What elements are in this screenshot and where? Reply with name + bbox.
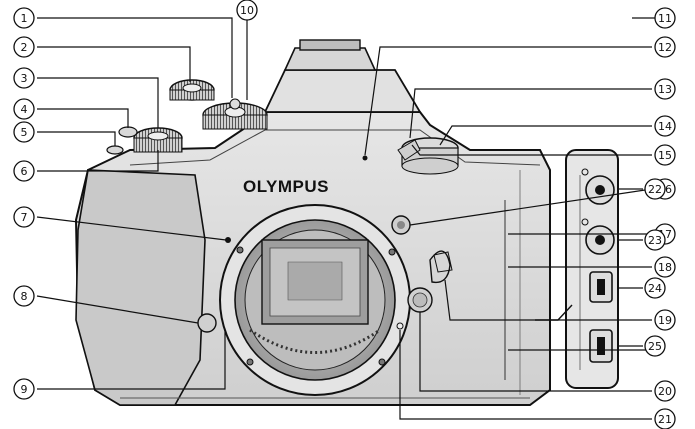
callout-number: 2: [21, 41, 28, 54]
callout-number: 23: [648, 234, 662, 247]
headphone-symbol-icon: [581, 218, 589, 226]
callout-number: 25: [648, 340, 662, 353]
callout-9: 9: [13, 378, 35, 400]
callout-number: 22: [648, 183, 662, 196]
callout-7: 7: [13, 206, 35, 228]
callout-number: 18: [658, 261, 672, 274]
callout-number: 21: [658, 413, 672, 426]
callout-23: 23: [644, 229, 666, 251]
callout-15: 15: [654, 144, 676, 166]
callout-number: 10: [240, 4, 254, 17]
top-controls: [106, 79, 459, 175]
callout-number: 6: [21, 165, 28, 178]
viewfinder-hump: [263, 39, 422, 113]
callout-number: 3: [21, 72, 28, 85]
callout-5: 5: [13, 121, 35, 143]
callout-number: 12: [658, 41, 672, 54]
callout-20: 20: [654, 380, 676, 402]
lever: [397, 139, 421, 161]
callout-21: 21: [654, 408, 676, 429]
callout-2: 2: [13, 36, 35, 58]
lens-mount: [219, 204, 411, 396]
callout-18: 18: [654, 256, 676, 278]
brand-label: OLYMPUS: [243, 177, 329, 196]
callout-8: 8: [13, 285, 35, 307]
callout-10: 10: [236, 0, 258, 21]
hot-shoe: [299, 39, 361, 51]
callout-22: 22: [644, 178, 666, 200]
callout-24: 24: [644, 277, 666, 299]
body-controls: [197, 155, 506, 380]
callout-14: 14: [654, 115, 676, 137]
callout-19: 19: [654, 309, 676, 331]
remote-sensor: [362, 155, 368, 161]
callout-25: 25: [644, 335, 666, 357]
fn-button: [106, 145, 124, 155]
connector-panel: [535, 149, 619, 389]
callout-11: 11: [654, 7, 676, 29]
leader-lines: [36, 17, 667, 420]
movie-button: [118, 126, 138, 138]
callout-3: 3: [13, 67, 35, 89]
callout-number: 7: [21, 211, 28, 224]
callout-12: 12: [654, 36, 676, 58]
callout-number: 8: [21, 290, 28, 303]
lens-lock-pin: [396, 322, 404, 330]
callout-6: 6: [13, 160, 35, 182]
callout-number: 9: [21, 383, 28, 396]
callout-number: 13: [658, 83, 672, 96]
callout-13: 13: [654, 78, 676, 100]
callout-number: 15: [658, 149, 672, 162]
callout-number: 1: [21, 12, 28, 25]
callout-number: 11: [658, 12, 672, 25]
callout-number: 19: [658, 314, 672, 327]
hand-grip: [75, 169, 206, 406]
callouts: 1234567891011121314151617181920212223242…: [13, 0, 676, 429]
callout-number: 5: [21, 126, 28, 139]
callout-number: 14: [658, 120, 672, 133]
mic-symbol-icon: [581, 168, 589, 176]
mount-index-mark: [225, 237, 231, 243]
preview-button: [197, 313, 217, 333]
callout-number: 20: [658, 385, 672, 398]
callout-number: 24: [648, 282, 662, 295]
callout-1: 1: [13, 7, 35, 29]
callout-number: 4: [21, 103, 28, 116]
callout-4: 4: [13, 98, 35, 120]
